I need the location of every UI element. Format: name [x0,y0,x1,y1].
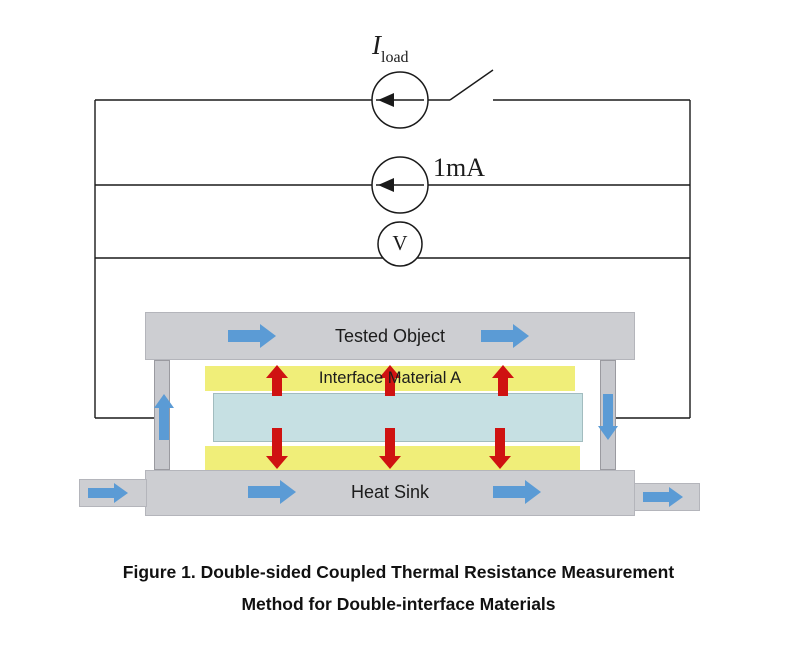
interface-material-a-label: Interface Material A [318,369,462,387]
left-support-post [154,360,170,470]
right-support-post [600,360,616,470]
voltmeter-label: V [392,231,408,255]
tested-object-label: Tested Object [334,326,446,346]
sense-current-label: 1mA [433,153,485,182]
load-current-label: Iload [372,30,409,67]
figure-caption: Figure 1. Double-sided Coupled Thermal R… [0,556,797,620]
figure-caption-line1: Figure 1. Double-sided Coupled Thermal R… [122,562,675,582]
sample-middle-block [213,393,583,442]
heat-sink-right-extension [634,483,700,511]
heat-sink-label: Heat Sink [350,482,430,502]
tested-object-block [145,312,635,360]
load-current-subscript: load [381,49,409,67]
heat-sink-block [145,470,635,516]
heat-sink-left-extension [79,479,147,507]
interface-material-b-layer [205,446,580,471]
load-current-symbol: I [372,30,381,60]
figure-caption-line2: Method for Double-interface Materials [241,594,556,614]
